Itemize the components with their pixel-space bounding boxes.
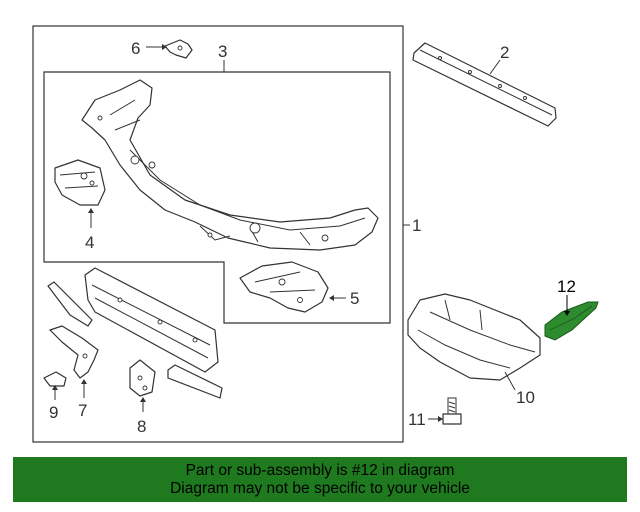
callout-11: 11 — [408, 410, 426, 429]
part-7-bracket — [49, 325, 99, 379]
part-lower-reinforcement — [84, 267, 219, 373]
info-banner: Part or sub-assembly is #12 in diagram D… — [13, 457, 627, 502]
banner-line-1: Part or sub-assembly is #12 in diagram — [185, 461, 455, 479]
part-8-bracket — [129, 359, 156, 397]
subassembly-3-box — [43, 71, 391, 324]
callout-6: 6 — [131, 39, 140, 58]
callout-1: 1 — [412, 216, 421, 235]
callout-8: 8 — [137, 417, 146, 436]
part-9-clip — [43, 371, 67, 387]
banner-line-2: Diagram may not be specific to your vehi… — [170, 479, 470, 497]
part-left-strip — [47, 281, 93, 327]
part-4-bracket — [54, 159, 106, 206]
callout-12: 12 — [557, 277, 576, 296]
callout-10: 10 — [516, 388, 535, 407]
part-10-under-cover — [407, 293, 541, 381]
callout-2-leader — [489, 59, 501, 75]
part-5-bracket — [239, 261, 329, 313]
callout-9: 9 — [49, 403, 58, 422]
callout-4: 4 — [85, 233, 94, 252]
callout-2: 2 — [500, 43, 509, 62]
part-lower-strip — [167, 364, 223, 399]
callout-7: 7 — [78, 401, 87, 420]
callout-10-leader — [504, 371, 516, 391]
callout-5: 5 — [350, 289, 359, 308]
part-3-crossmember — [81, 79, 379, 251]
assembly-1-box — [32, 25, 404, 443]
callout-3: 3 — [218, 42, 227, 61]
part-2-upper-tie-bar — [412, 42, 557, 127]
parts-diagram: 1 3 6 2 4 — [32, 25, 599, 443]
part-12-highlighted[interactable] — [544, 301, 599, 341]
part-11-bolt — [442, 397, 462, 425]
